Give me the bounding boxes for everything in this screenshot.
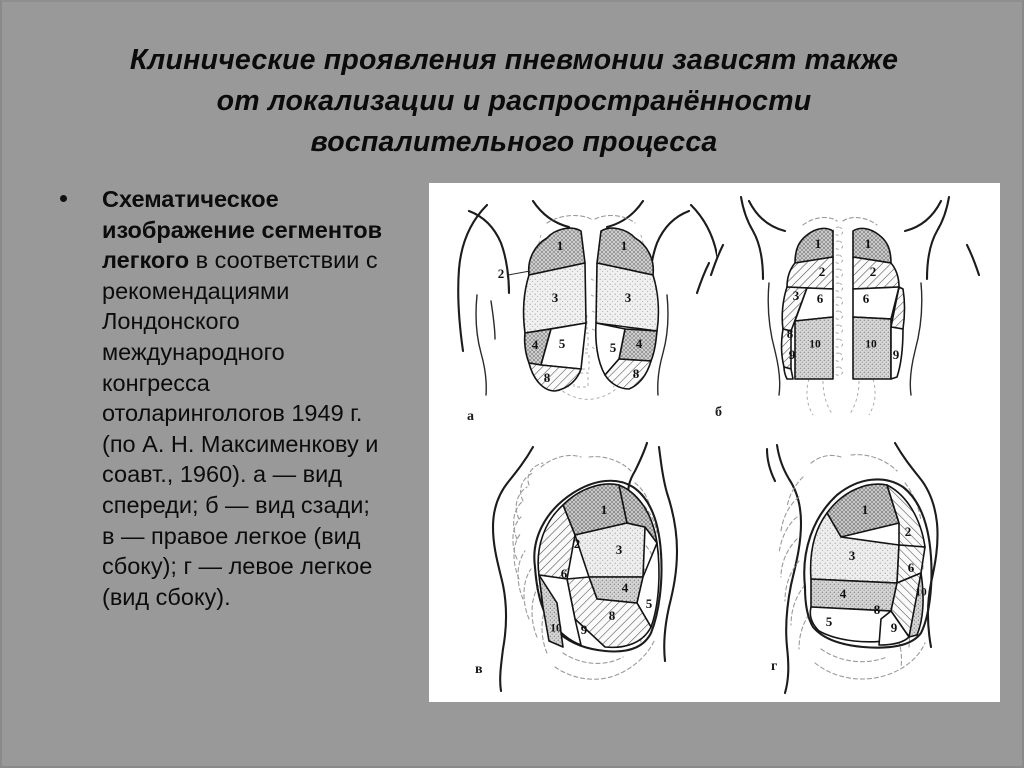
panel-b-segment-1-right: 1	[815, 236, 822, 251]
panel-b-segment-6-left: 6	[863, 291, 870, 306]
figure-panel-b: 1 2 3 6 8 9 10 1 2 6 10 9 б	[691, 183, 991, 433]
title-line-1: Клинические проявления пневмонии зависят…	[129, 44, 899, 76]
panel-g-segment-6: 6	[908, 560, 915, 575]
panel-g-segment-2: 2	[905, 524, 912, 539]
panel-b-segment-9-left: 9	[893, 347, 900, 362]
panel-a-segment-4-left: 4	[636, 336, 643, 351]
panel-a-label: а	[467, 409, 474, 424]
panel-a-segment-2-right: 2	[498, 266, 505, 281]
page-title: Клинические проявления пневмонии зависят…	[64, 40, 964, 163]
figure-panel-a: 1 3 4 5 8 2 1 3 4 5 8 а	[429, 183, 717, 433]
panel-g-segment-9: 9	[891, 620, 898, 635]
bullet-text-rest: в соответствии с рекомендациями Лондонск…	[102, 247, 379, 610]
panel-b-segment-9-right: 9	[789, 347, 796, 362]
panel-a-segment-3-right: 3	[552, 290, 559, 305]
title-line-2: от локализации и распространённости	[216, 85, 812, 117]
title-line-3: воспалительного процесса	[310, 126, 718, 158]
panel-b-segment-2-right: 2	[819, 264, 826, 279]
panel-v-segment-10: 10	[550, 623, 562, 635]
panel-b-segment-1-left: 1	[865, 236, 872, 251]
panel-g-segment-5: 5	[826, 614, 833, 629]
panel-v-segment-9: 9	[581, 622, 588, 637]
panel-g-label: г	[771, 659, 778, 674]
figure-image-panel: 1 3 4 5 8 2 1 3 4 5 8 а	[429, 183, 1000, 702]
panel-a-segment-1-right: 1	[557, 238, 564, 253]
panel-a-drawing: 1 3 4 5 8 2 1 3 4 5 8	[457, 199, 717, 400]
panel-b-label: б	[715, 405, 722, 420]
body-content: Схематическое изображение сегментов легк…	[50, 184, 422, 612]
panel-g-segment-10: 10	[915, 587, 927, 599]
bullet-text-bold: Схематическое изображение сегментов легк…	[102, 186, 383, 274]
panel-g-segment-8: 8	[874, 602, 881, 617]
panel-a-segment-1-left: 1	[621, 238, 628, 253]
panel-v-segment-1: 1	[601, 502, 608, 517]
panel-b-segment-10-left: 10	[865, 339, 877, 351]
panel-v-segment-2: 2	[574, 536, 581, 551]
panel-b-segment-2-left: 2	[870, 264, 877, 279]
panel-v-segment-4: 4	[622, 580, 629, 595]
panel-b-segment-6-right: 6	[817, 291, 824, 306]
panel-v-segment-6: 6	[561, 566, 568, 581]
panel-g-segment-3: 3	[849, 548, 856, 563]
panel-v-segment-8: 8	[609, 608, 616, 623]
panel-a-segment-5-right: 5	[559, 336, 566, 351]
panel-g-drawing: 1 2 3 4 5 6 8 9 10	[765, 441, 939, 695]
panel-b-drawing: 1 2 3 6 8 9 10 1 2 6 10 9	[695, 195, 981, 416]
bullet-dot-icon	[60, 195, 67, 202]
panel-v-segment-5: 5	[646, 596, 653, 611]
panel-g-segment-1: 1	[862, 502, 869, 517]
panel-b-segment-10-right: 10	[809, 339, 821, 351]
panel-g-segment-4: 4	[840, 586, 847, 601]
figure-panel-v: 1 2 3 4 5 6 8 9 10 в	[429, 427, 717, 702]
bullet-text: Схематическое изображение сегментов легк…	[102, 184, 384, 612]
panel-v-segment-3: 3	[616, 542, 623, 557]
panel-a-segment-8-left: 8	[633, 366, 640, 381]
panel-b-segment-3-right: 3	[793, 288, 800, 303]
panel-a-segment-4-right: 4	[532, 337, 539, 352]
panel-a-segment-8-right: 8	[544, 370, 551, 385]
figure-panel-g: 1 2 3 4 5 6 8 9 10 г	[709, 427, 1000, 702]
panel-v-drawing: 1 2 3 4 5 6 8 9 10	[491, 441, 679, 693]
panel-v-label: в	[475, 662, 483, 677]
panel-a-segment-3-left: 3	[625, 290, 632, 305]
panel-b-segment-8-right: 8	[787, 326, 794, 341]
panel-a-segment-5-left: 5	[610, 340, 617, 355]
bullet-list-item: Схематическое изображение сегментов легк…	[50, 184, 422, 612]
